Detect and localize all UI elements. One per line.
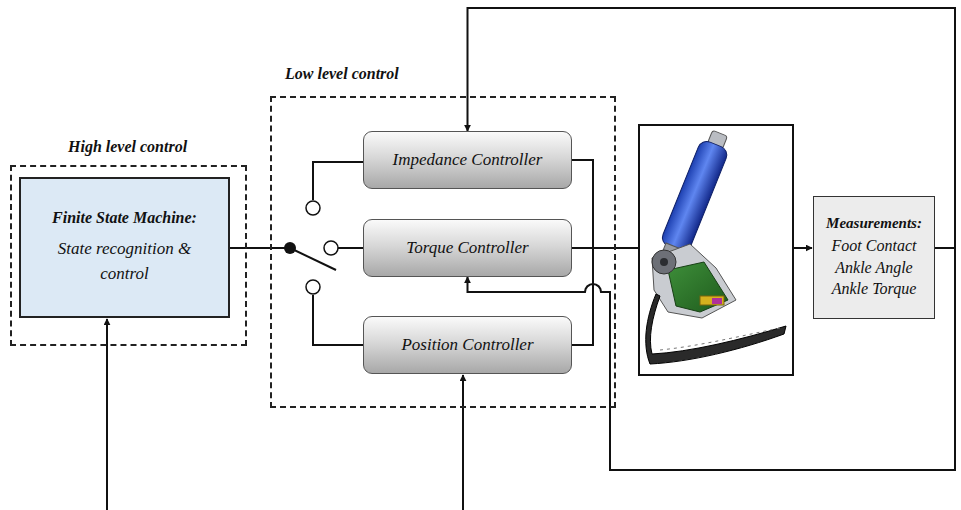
- group-heading: Low level control: [285, 65, 627, 83]
- control-group: High level controlFinite State Machine:S…: [10, 165, 247, 346]
- spring-clip: [712, 298, 722, 304]
- wire: [338, 247, 363, 249]
- ankle-joint: [652, 250, 676, 274]
- box-title: Impedance Controller: [393, 150, 543, 170]
- wire: [313, 295, 363, 345]
- actuator-cylinder: [660, 139, 730, 254]
- switch-contact: [306, 280, 320, 294]
- switch-symbol: [284, 201, 338, 294]
- controller-box: Impedance Controller: [363, 131, 572, 189]
- box-title: Torque Controller: [406, 238, 528, 258]
- switch-pivot: [284, 242, 296, 254]
- box-title: Finite State Machine:: [52, 209, 197, 227]
- controller-box: Torque Controller: [363, 219, 572, 277]
- box-title: Position Controller: [401, 335, 533, 355]
- image-frame: [639, 125, 793, 375]
- ankle-axis: [660, 258, 668, 266]
- box-text: Foot Contact: [832, 235, 917, 257]
- prosthesis-illustration: [639, 125, 793, 375]
- spring: [700, 296, 724, 305]
- controller-box: Position Controller: [363, 316, 572, 374]
- state-machine-box: Finite State Machine: State recognition &…: [19, 177, 230, 318]
- control-group: Low level controlImpedance ControllerTor…: [270, 96, 616, 408]
- wire: [313, 162, 363, 200]
- foot-texture: [660, 328, 780, 350]
- arrow: [462, 375, 464, 510]
- wire: [230, 247, 290, 249]
- box-title: Measurements:: [826, 215, 922, 232]
- box-text: State recognition & control: [40, 237, 210, 286]
- measurement-box: Measurements: Foot ContactAnkle AngleAnkl…: [813, 196, 935, 319]
- arrow: [106, 319, 108, 510]
- arrow: [793, 247, 812, 249]
- ankle-plate: [668, 262, 728, 312]
- group-heading: High level control: [68, 138, 301, 156]
- ankle-frame: [652, 244, 736, 318]
- wire: [572, 160, 593, 345]
- carbon-foot: [646, 294, 786, 364]
- box-text: Ankle Torque: [832, 278, 917, 300]
- wire: [572, 247, 639, 249]
- box-text: Ankle Angle: [835, 257, 912, 279]
- switch-contact: [324, 241, 338, 255]
- switch-contact: [306, 201, 320, 215]
